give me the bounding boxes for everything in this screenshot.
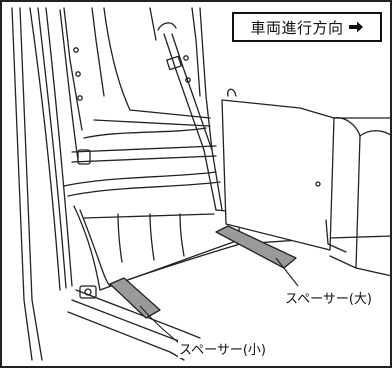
spacer-large-pad	[215, 225, 297, 269]
vehicle-direction-text: 車両進行方向	[250, 18, 344, 37]
spacer-small-label: スペーサー(小)	[178, 339, 267, 358]
vehicle-direction-label: 車両進行方向	[232, 12, 382, 42]
folded-seat	[221, 88, 392, 277]
leader-line-small	[139, 305, 181, 345]
left-body-panel	[11, 7, 79, 361]
leader-line-large	[275, 257, 299, 287]
seatbelt	[157, 22, 223, 211]
spacer-small-pad	[109, 277, 161, 319]
spacer-large-label: スペーサー(大)	[284, 288, 373, 307]
door-frame	[63, 7, 213, 151]
lower-trim	[63, 171, 241, 291]
right-arrow-icon	[348, 21, 363, 33]
side-rail	[71, 127, 217, 165]
